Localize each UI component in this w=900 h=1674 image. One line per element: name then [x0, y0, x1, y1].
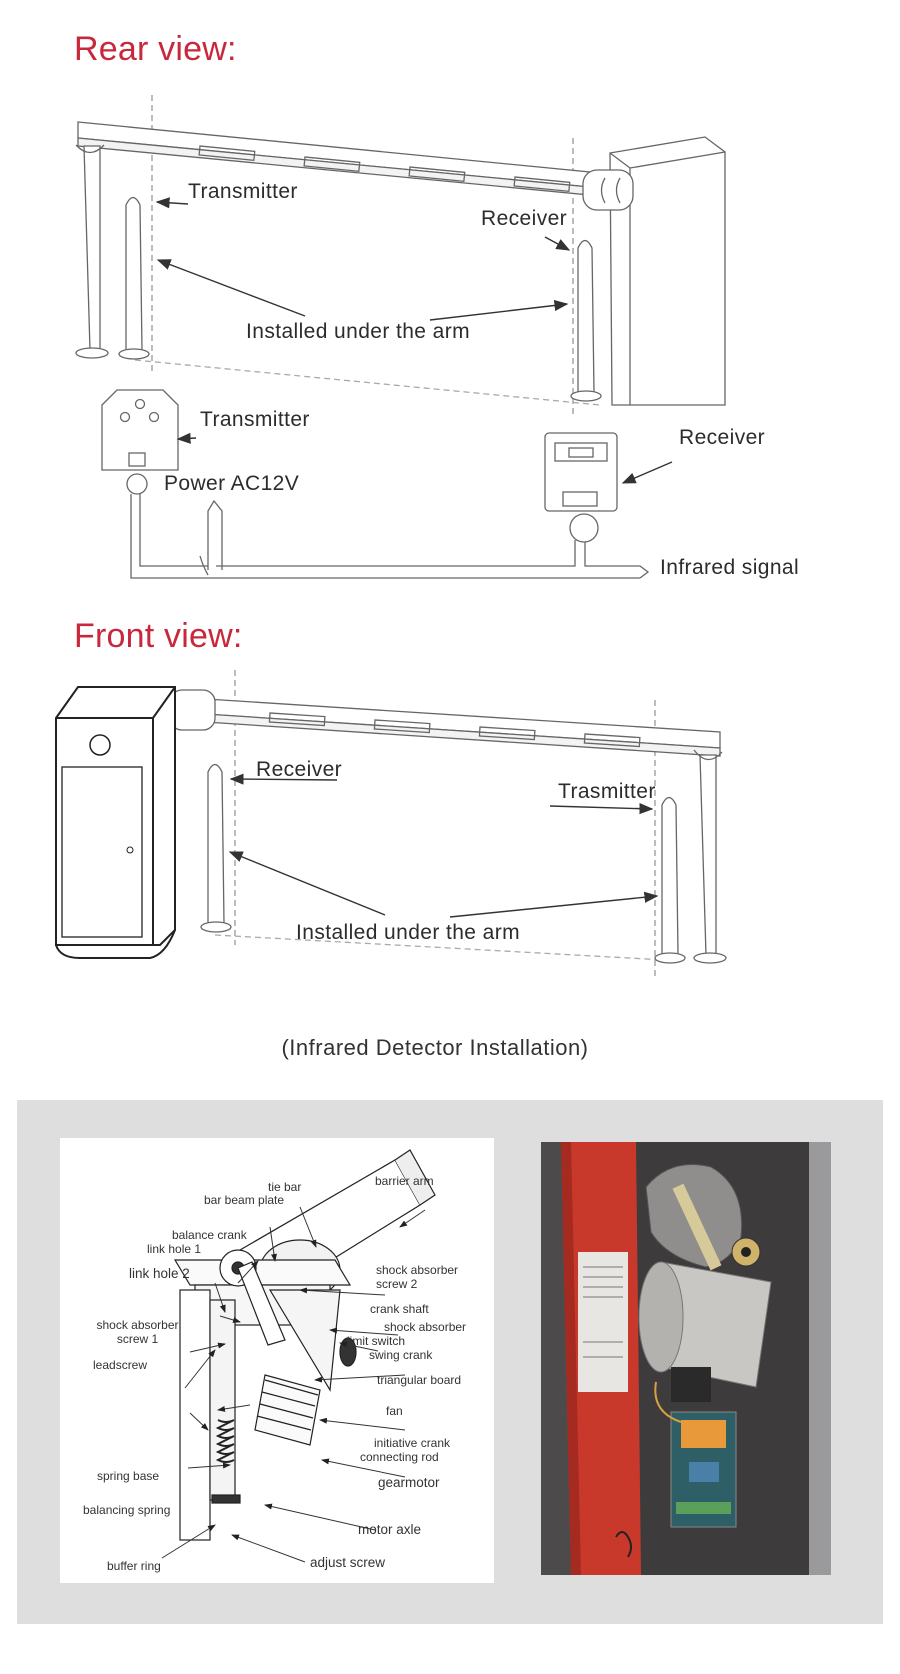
link-hole-2-label: link hole 2 — [129, 1266, 190, 1281]
gearmotor-label: gearmotor — [378, 1475, 440, 1490]
motor-axle-label: motor axle — [358, 1522, 422, 1537]
buffer-ring-label: buffer ring — [107, 1559, 161, 1573]
triangular-board-label: triangular board — [377, 1373, 462, 1387]
infrared-signal-label: Infrared signal — [660, 556, 800, 579]
spring-base-label: spring base — [97, 1469, 160, 1483]
cabinet-interior-illustration — [541, 1142, 831, 1575]
rear-transmitter-label: Transmitter — [188, 180, 298, 203]
swing-crank-label: swing crank — [369, 1348, 433, 1362]
front-transmitter-label: Trasmitter — [558, 780, 656, 803]
shock-absorber-screw-2-label: shock absorber screw 2 — [376, 1263, 459, 1291]
balancing-spring-label: balancing spring — [83, 1503, 171, 1517]
crank-shaft-label: crank shaft — [370, 1302, 429, 1316]
barrier-arm-label: barrier arm — [375, 1174, 434, 1188]
shock-absorber-label: shock absorber — [384, 1320, 467, 1334]
fan-label: fan — [386, 1404, 403, 1418]
rear-receiver-label: Receiver — [481, 207, 568, 230]
power-label: Power AC12V — [164, 472, 300, 495]
adjust-screw-label: adjust screw — [310, 1555, 386, 1570]
rear-receiver-box-label: Receiver — [679, 426, 766, 449]
front-installed-label: Installed under the arm — [296, 921, 520, 944]
connecting-rod-label: connecting rod — [360, 1450, 439, 1464]
limit-switch-label: limit switch — [347, 1334, 406, 1348]
tie-bar-label: tie bar — [268, 1180, 302, 1194]
front-view-heading: Front view: — [74, 617, 243, 655]
diagram-caption: (Infrared Detector Installation) — [281, 1035, 589, 1060]
link-hole-1-label: link hole 1 — [147, 1242, 202, 1256]
front-receiver-label: Receiver — [256, 758, 343, 781]
rear-installed-label: Installed under the arm — [246, 320, 470, 343]
bar-beam-plate-label: bar beam plate — [204, 1193, 285, 1207]
cabinet-interior-photo — [541, 1142, 831, 1575]
leadscrew-label: leadscrew — [93, 1358, 148, 1372]
rear-transmitter-box-label: Transmitter — [200, 408, 310, 431]
balance-crank-label: balance crank — [172, 1228, 247, 1242]
rear-view-heading: Rear view: — [74, 30, 237, 68]
shock-absorber-screw-1-label: shock absorber screw 1 — [96, 1318, 179, 1346]
initiative-crank-label: initiative crank — [374, 1436, 451, 1450]
